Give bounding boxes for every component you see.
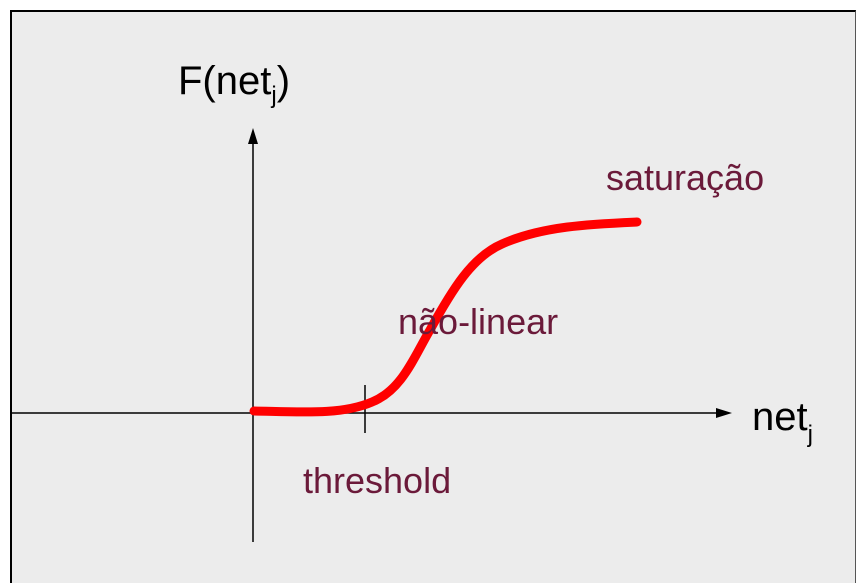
y-axis-arrowhead [248, 128, 258, 144]
y-axis-label-main: F(net [178, 59, 271, 103]
activation-curve [249, 217, 642, 417]
y-axis-label-subscript: j [270, 82, 276, 109]
activation-function-diagram: F(netj) netj saturação não-linear thresh… [12, 59, 813, 542]
x-axis-arrowhead [716, 408, 732, 418]
threshold-label: threshold [303, 460, 451, 501]
x-axis-label-subscript: j [807, 421, 813, 448]
x-axis-label-main: net [752, 395, 808, 439]
nonlinear-label: não-linear [398, 301, 558, 342]
saturation-label: saturação [606, 157, 764, 198]
y-axis-label-close: ) [277, 59, 290, 103]
y-axis-label: F(netj) [178, 59, 290, 109]
diagram-frame: F(netj) netj saturação não-linear thresh… [10, 10, 856, 583]
x-axis-label: netj [752, 395, 813, 448]
